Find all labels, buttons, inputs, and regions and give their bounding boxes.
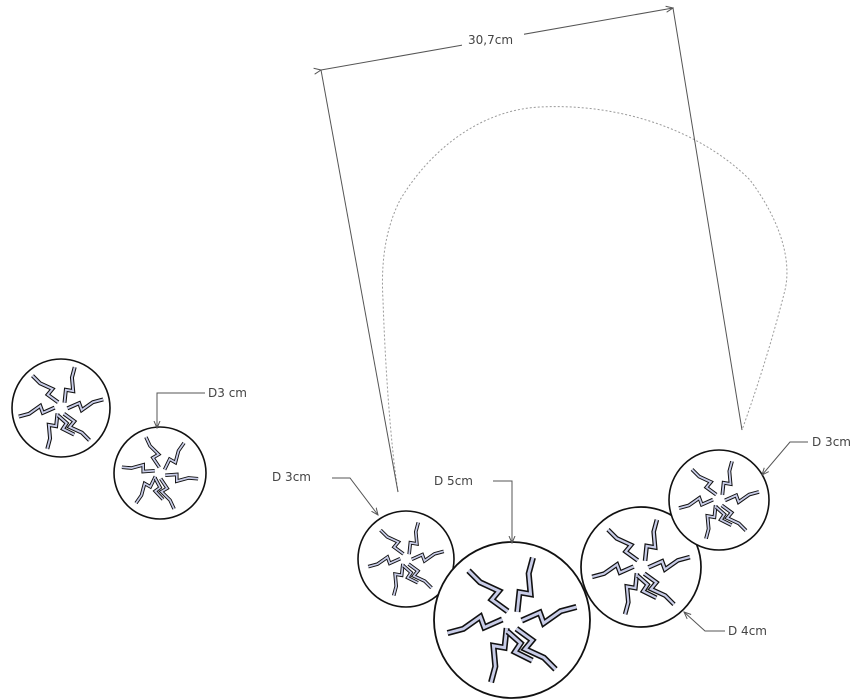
earring-diameter-label: D3 cm bbox=[208, 386, 247, 400]
dimension-label: 30,7cm bbox=[468, 33, 513, 47]
earring-top bbox=[11, 358, 111, 458]
right-pendant-label: D 4cm bbox=[728, 624, 767, 638]
dimension-line-30-7cm: 30,7cm bbox=[321, 8, 743, 493]
necklace-chain bbox=[381, 106, 788, 493]
callout-right-pendant: D 4cm bbox=[684, 612, 767, 638]
far-right-pendant-label: D 3cm bbox=[812, 435, 851, 449]
pendant-left bbox=[357, 510, 455, 608]
pendant-far-right bbox=[668, 449, 770, 551]
pendant-right bbox=[580, 506, 702, 628]
center-pendant-label: D 5cm bbox=[434, 474, 473, 488]
earring-callout: D3 cm bbox=[157, 386, 247, 428]
left-pendant-label: D 3cm bbox=[272, 470, 311, 484]
earring-bottom bbox=[112, 426, 208, 521]
callout-left-pendant: D 3cm bbox=[272, 470, 378, 515]
callout-center-pendant: D 5cm bbox=[434, 474, 512, 543]
pendant-center bbox=[433, 541, 591, 699]
callout-far-right-pendant: D 3cm bbox=[762, 435, 851, 475]
